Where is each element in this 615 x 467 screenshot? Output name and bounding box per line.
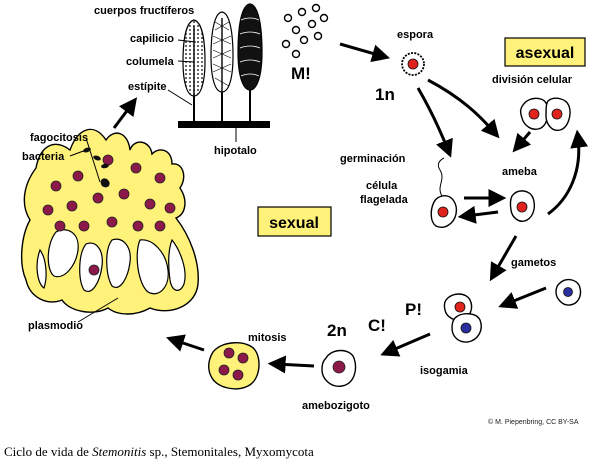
label-mitosis: mitosis [248,332,287,344]
label-stipe: estípite [128,81,167,93]
released-spores [281,3,329,59]
amoebozygote [321,349,357,387]
label-sexual: sexual [269,215,319,232]
caption-suffix: sp., Stemonitales, Myxomycota [146,444,314,459]
young-plasmodium [208,342,260,390]
sporangium-1 [182,19,206,121]
label-amoebozygote: amebozigoto [302,400,370,412]
arrow-plasmodium-to-fruiting [112,97,138,129]
arrow-mitosis-to-plasmodium [166,334,205,352]
label-plasmodium: plasmodio [28,320,83,332]
label-karyogamy-mark: C! [368,316,386,335]
caption-genus: Stemonitis [92,444,147,459]
label-columella: columela [126,56,175,68]
label-flagellate-cell-2: flagelada [360,194,409,206]
credit-line: © M. Piepenbring, CC BY-SA [488,418,579,426]
hypothallus [178,121,270,128]
cycle-arrows [112,42,589,374]
label-plasmogamy-mark: P! [405,300,422,319]
dividing-amoebae [519,97,571,131]
label-bacteria: bacteria [22,151,65,163]
label-phagocytosis: fagocitosis [30,132,88,144]
arrow-spores-to-spore [339,42,391,63]
label-fruiting-bodies: cuerpos fructíferos [94,5,194,17]
sporangium-2 [210,11,234,121]
arrow-isogamy-to-zygote [380,332,431,357]
label-hypothallus: hipotalo [214,145,257,157]
fusing-gametes [443,293,482,343]
label-asexual: asexual [516,45,575,62]
label-amoeba: ameba [502,166,538,178]
label-diploid: 2n [327,321,347,340]
amoeba [509,190,536,222]
arrow-division-to-amoeba [512,131,532,153]
sporangium-3 [237,3,263,121]
arrow-spore-to-germination [416,87,453,158]
flagellate-cell [430,157,458,228]
arrow-amoeba-to-division [547,129,589,216]
figure-caption: Ciclo de vida de Stemonitis sp., Stemoni… [4,444,314,460]
arrow-amoeba-to-gametes [489,235,518,282]
spore [401,52,425,76]
arrow-amoeba-to-flagellate [457,205,499,224]
label-meiosis-mark: M! [291,64,311,83]
label-capillitium: capilicio [130,33,174,45]
label-gametes: gametos [511,257,556,269]
label-haploid: 1n [375,85,395,104]
myxomycete-life-cycle-diagram: cuerpos fructíferos capilicio columela e… [21,3,589,426]
label-flagellate-cell-1: célula [366,180,398,192]
plasmodium [21,128,199,315]
caption-prefix: Ciclo de vida de [4,444,93,459]
fruiting-bodies [167,3,270,142]
arrow-gamete-to-isogamy [498,286,547,309]
asexual-box [504,37,586,67]
sexual-box [257,206,332,237]
label-germination: germinación [340,153,406,165]
gamete [555,278,582,306]
arrow-zygote-to-mitosis [267,355,315,374]
arrow-spore-to-amoeba [427,78,500,139]
label-spore: espora [397,29,434,41]
label-isogamy: isogamia [420,365,469,377]
label-cell-division: división celular [492,74,573,86]
